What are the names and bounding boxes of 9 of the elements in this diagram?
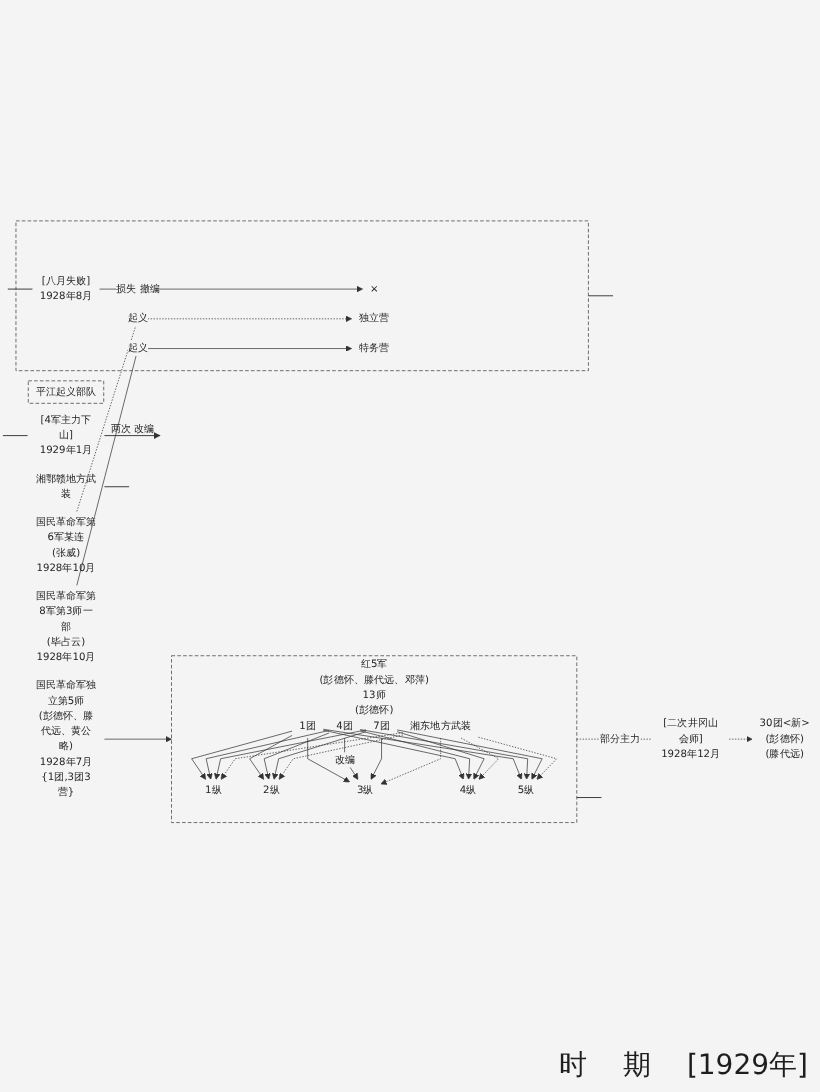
period-label: 时 xyxy=(558,1048,587,1086)
connector xyxy=(2,435,29,437)
period-label: 期 xyxy=(622,1048,651,1086)
connector xyxy=(7,288,33,290)
cluster xyxy=(15,220,589,372)
year-label: [1929年] xyxy=(686,1048,808,1086)
connector xyxy=(104,486,130,488)
connector xyxy=(587,295,614,297)
connector xyxy=(576,797,602,799)
